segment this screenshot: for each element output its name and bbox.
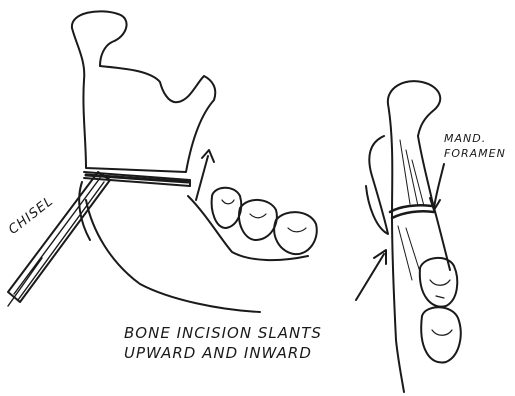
foramen-label-line-1: MAND.	[444, 132, 486, 145]
direction-arrow	[196, 150, 214, 200]
foramen-arrow	[430, 164, 444, 210]
jaw-body-lower	[86, 200, 260, 312]
tooth-3	[274, 212, 317, 254]
left-mandible-view	[8, 11, 317, 312]
lingula	[366, 136, 388, 234]
tooth-2	[239, 200, 277, 240]
mandible-body	[188, 196, 308, 260]
caption-line-2: UPWARD AND INWARD	[124, 344, 312, 362]
ramus-outline	[72, 28, 215, 172]
incision-band	[390, 205, 434, 218]
right-mandible-view	[356, 81, 461, 392]
chisel-shaft-lines	[8, 178, 104, 306]
tooth-detail	[222, 200, 306, 232]
tooth-1	[212, 188, 242, 228]
condyle-right	[388, 81, 440, 136]
molar-upper	[420, 258, 457, 307]
condyle-head	[72, 11, 127, 66]
medial-arrow	[356, 250, 386, 300]
caption-line-1: BONE INCISION SLANTS	[124, 324, 322, 342]
foramen-label-line-2: FORAMEN	[444, 147, 506, 160]
